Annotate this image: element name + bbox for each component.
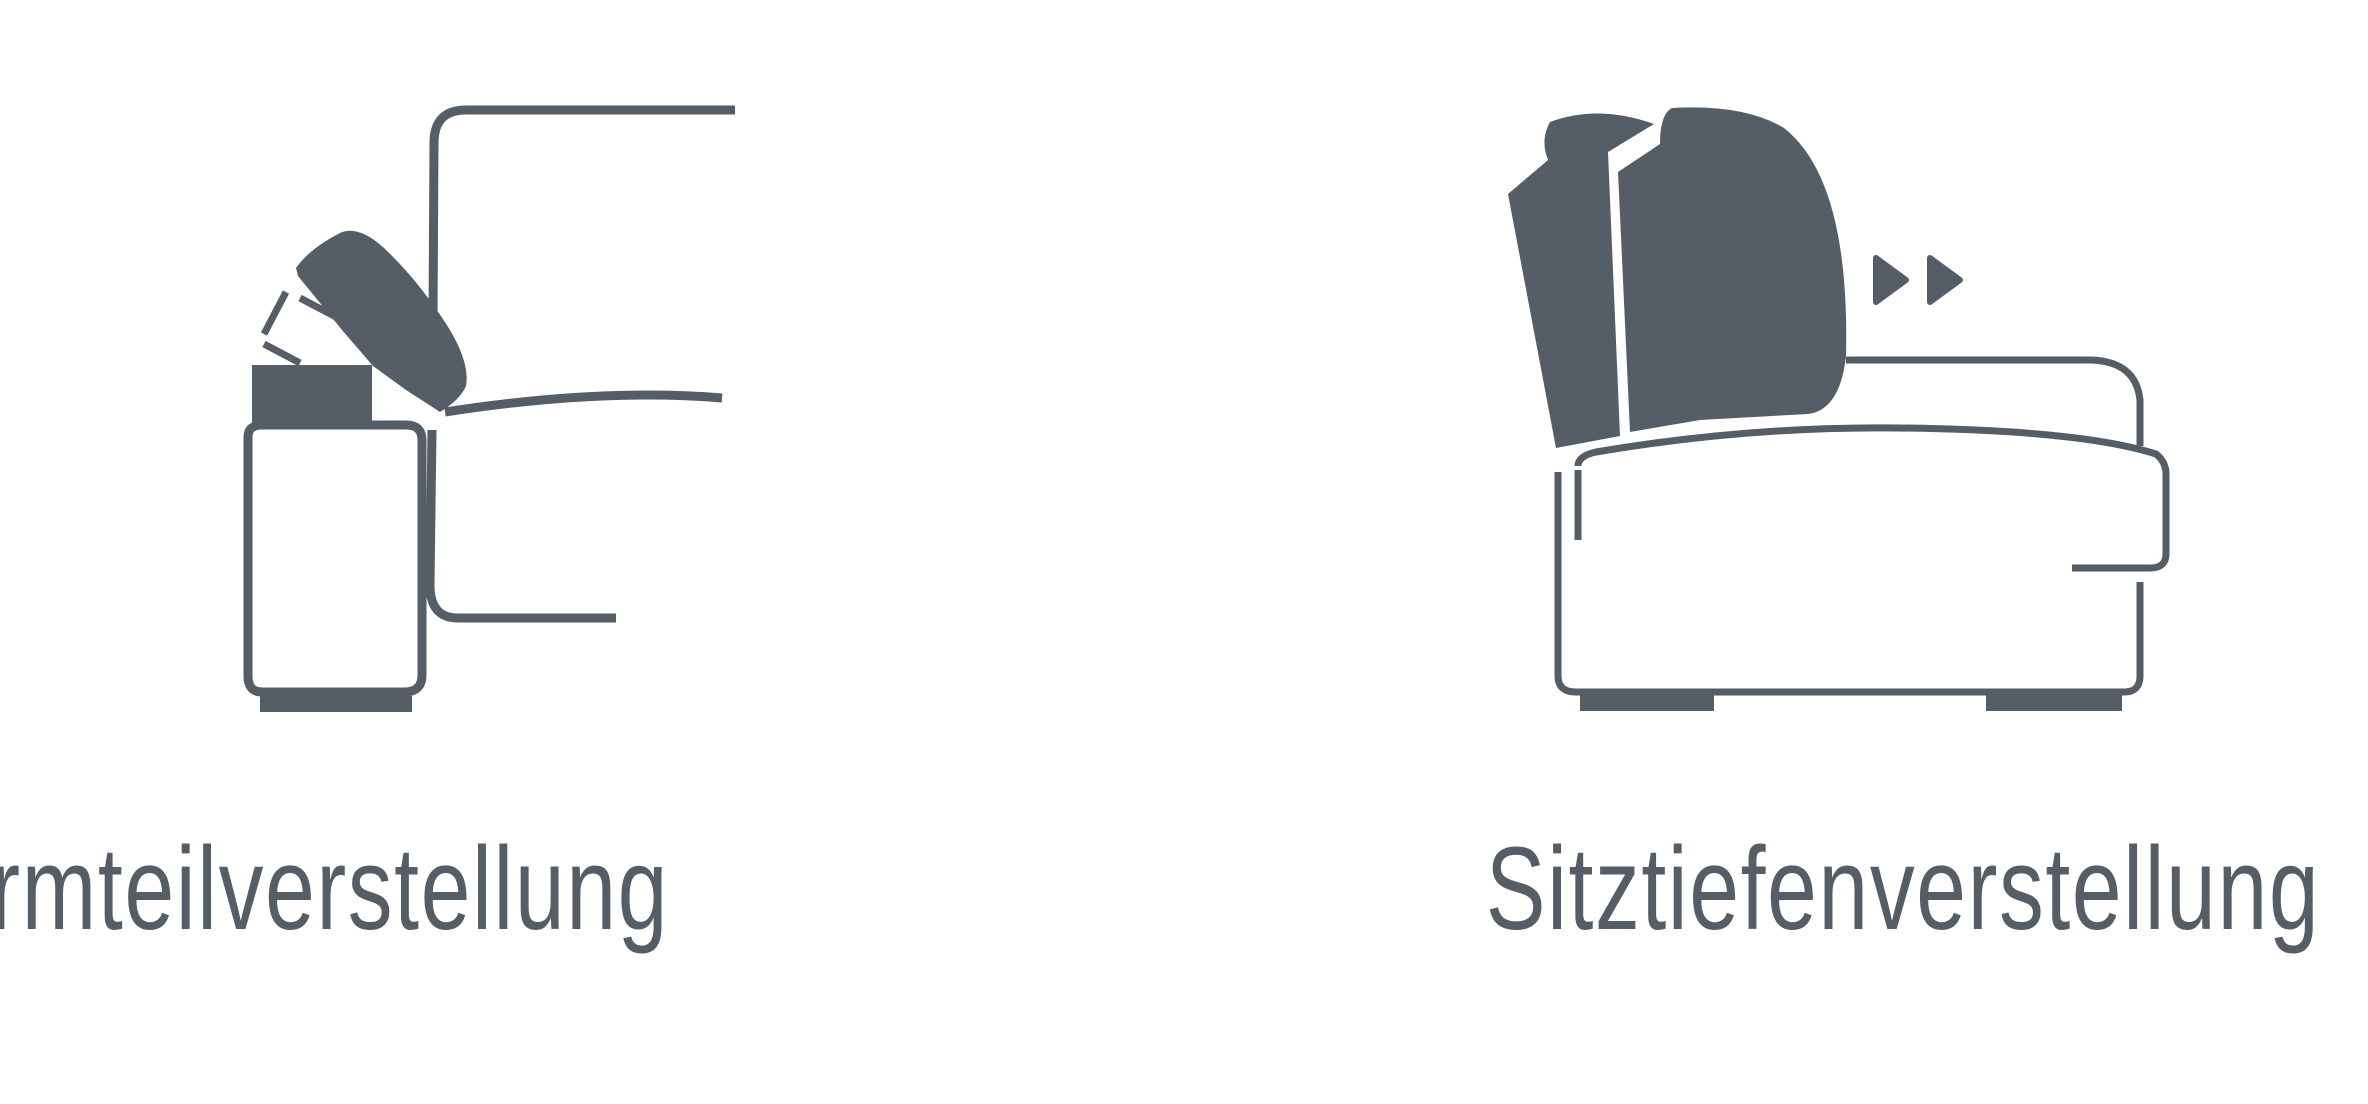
- back-cushion-right: [1618, 107, 1847, 432]
- seat-depth-adjustment-icon: [1184, 80, 2368, 760]
- sofa-foot-right: [1986, 695, 2122, 711]
- sofa-foot-left: [1580, 695, 1714, 711]
- armrest-flap: [296, 230, 467, 412]
- feature-seat-depth-adjustment: Sitztiefenverstellung: [1184, 0, 2368, 1104]
- feature-label-seat-depth: Sitztiefenverstellung: [1485, 823, 2321, 955]
- backrest-outline: [428, 105, 735, 319]
- feature-armrest-adjustment: Armteilverstellung: [0, 80, 1184, 955]
- seat-cushion-line: [444, 390, 723, 417]
- seat-base-line: [425, 429, 616, 623]
- motion-dash-3: [262, 340, 302, 367]
- sofa-armrest-line: [1846, 356, 2144, 446]
- motion-dash-1: [260, 290, 290, 336]
- back-cushion-left: [1508, 113, 1654, 448]
- motion-dash-2: [298, 294, 340, 322]
- seat-cushion: [1574, 424, 2170, 572]
- armrest-foot: [260, 696, 412, 712]
- direction-arrow-2: [1927, 255, 1963, 305]
- direction-arrow-1: [1873, 255, 1909, 305]
- armrest-body: [243, 420, 427, 697]
- sofa-base: [1554, 472, 2144, 696]
- armrest-adjustment-icon: [0, 80, 1184, 760]
- feature-label-armrest: Armteilverstellung: [0, 823, 670, 955]
- armrest-top-pad: [252, 365, 372, 423]
